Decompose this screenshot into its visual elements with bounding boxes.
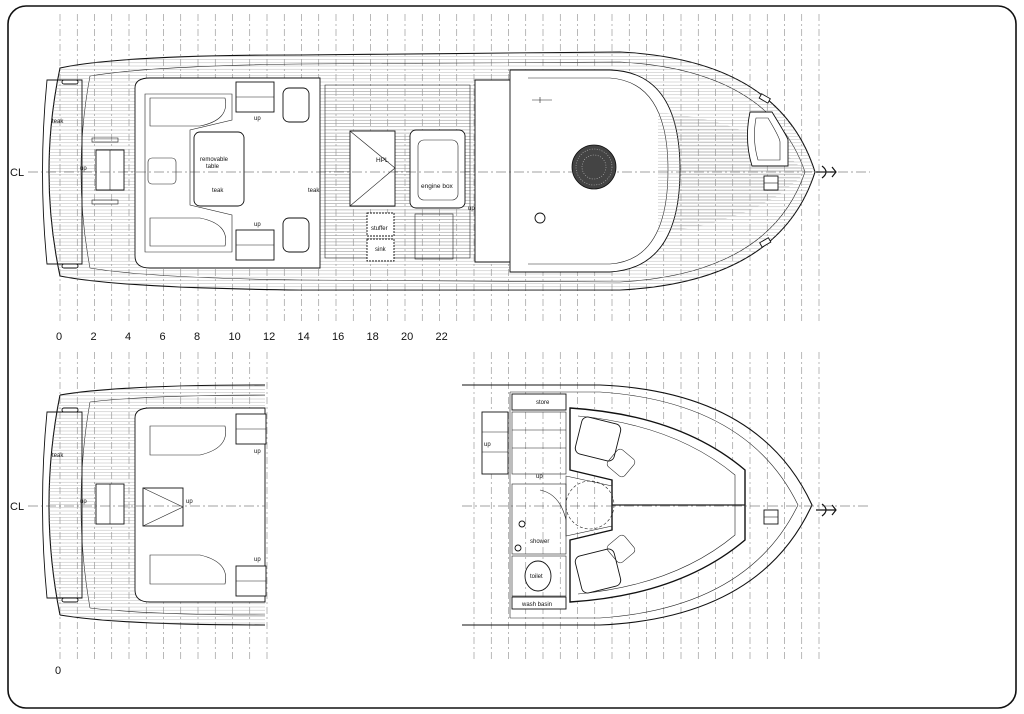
station-number: 4 (125, 331, 131, 343)
cl-label-bottom: CL (10, 501, 24, 513)
aft-seat-bottom (149, 217, 227, 247)
hpl-panel (349, 130, 396, 207)
label-stuffer: stuffer (371, 226, 388, 232)
station-number: 14 (298, 331, 310, 343)
station-number: 20 (401, 331, 413, 343)
cabin-label-shower: shower (530, 539, 549, 545)
alt-label-up-hatch: up (186, 499, 193, 505)
store (511, 393, 567, 411)
fore-hatch (747, 111, 789, 167)
label-up-transom: up (80, 166, 87, 172)
alt-hatch (142, 487, 184, 527)
station-number: 16 (332, 331, 344, 343)
alt-label-up-transom: up (80, 499, 87, 505)
wash-basin (511, 596, 567, 610)
companionway-steps (481, 411, 509, 475)
mast-step (532, 97, 552, 103)
label-up-cabin: up (468, 206, 475, 212)
label-hpl: HPL (376, 157, 389, 164)
alt-label-up-top: up (254, 449, 261, 455)
station-number: 22 (436, 331, 448, 343)
label-teak-table: teak (212, 188, 224, 194)
transom-locker (147, 157, 177, 185)
main-hull-outline (48, 51, 816, 291)
cushion-bottom (574, 548, 622, 594)
toilet-icon (524, 560, 552, 592)
helm-seat-top (282, 87, 310, 123)
label-removable: removable (200, 157, 229, 163)
cockpit-inner (144, 93, 233, 253)
alt-label-teak: teak (52, 453, 64, 459)
cabin-plan: store up up shower toilet wash basin (462, 384, 870, 626)
cabin-label-toilet: toilet (530, 574, 543, 580)
station-number: 8 (194, 331, 200, 343)
stuffer (366, 212, 395, 237)
label-teak-cockpit: teak (308, 188, 320, 194)
alt-cockpit (134, 407, 266, 603)
main-hull-inner (80, 61, 806, 283)
label-engine-box: engine box (421, 183, 454, 190)
deck-hatch-round (571, 144, 617, 190)
cushion-top (574, 416, 622, 462)
swim-platform (42, 79, 83, 265)
station-numbers-top: 0 2 4 6 8 10 12 14 16 18 20 22 (56, 331, 448, 343)
cl-label-top: CL (10, 167, 24, 179)
cabin-label-wash-basin: wash basin (521, 602, 552, 608)
cabin-label-up-steps: up (484, 442, 491, 448)
engine-box (409, 129, 466, 209)
deck-vent (534, 212, 546, 224)
station-number: 2 (91, 331, 97, 343)
helm-seat-bottom (282, 217, 310, 253)
toilet-compartment (511, 555, 567, 597)
station-number: 0 (56, 331, 62, 343)
cabin-label-up-center: up (536, 474, 543, 480)
alt-deck-plan: teak up up up up (28, 384, 267, 626)
label-up-top: up (254, 116, 261, 122)
cockpit-sole (324, 84, 471, 259)
cabin-label-store: store (536, 400, 550, 406)
cabin-hull-outline (462, 384, 813, 626)
label-up-bottom: up (254, 222, 261, 228)
station-number-bottom: 0 (55, 665, 61, 677)
label-teak-aft: teak (52, 119, 64, 125)
alt-label-up-bottom: up (254, 557, 261, 563)
station-number: 6 (160, 331, 166, 343)
station-number: 12 (263, 331, 275, 343)
aft-seat-top (149, 97, 227, 127)
station-number: 18 (367, 331, 379, 343)
label-sink: sink (375, 247, 387, 253)
removable-table (193, 131, 245, 207)
station-number: 10 (229, 331, 241, 343)
label-table: table (206, 164, 220, 170)
sheet-border (7, 5, 1017, 709)
anchor-icon-cabin (816, 503, 837, 517)
main-deck-plan: teak up removable table teak teak up up … (28, 51, 870, 291)
sink (366, 238, 395, 262)
